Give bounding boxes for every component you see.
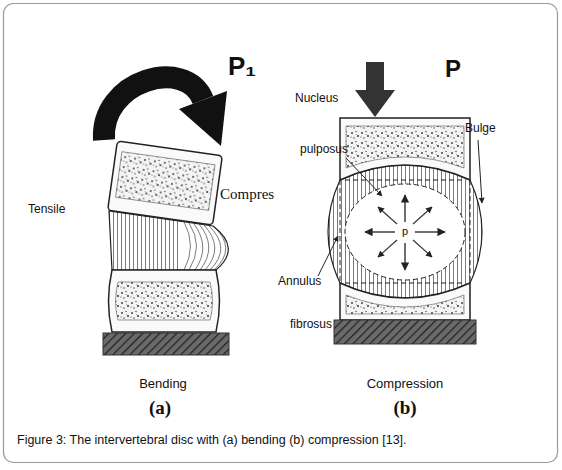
part-label: pulposus: [300, 143, 348, 156]
support-base: [103, 333, 229, 355]
nucleus-pulposus: [345, 184, 465, 280]
stress-label: Compres: [220, 186, 274, 203]
pressure-arrow: [413, 207, 432, 224]
leader-line: [478, 140, 482, 203]
stress-label: Tensile: [28, 203, 65, 216]
fiber-line: [199, 224, 209, 270]
fiber-line: [184, 222, 191, 270]
original-edge: [470, 180, 471, 283]
leader-line: [318, 236, 338, 276]
pressure-arrow: [413, 240, 432, 257]
pressure-arrow: [415, 231, 445, 232]
figure-caption: Figure 3: The intervertebral disc with (…: [17, 433, 407, 447]
vertebra-cancellous: [346, 126, 464, 168]
fiber-line: [189, 223, 197, 270]
pressure-arrow: [378, 207, 397, 224]
lower-vertebra: [109, 270, 220, 332]
leader-line: [346, 158, 382, 196]
load-arrow: [366, 62, 384, 91]
upper-vertebra: [108, 141, 223, 225]
part-label: fibrosus: [290, 318, 332, 331]
panel-title: Compression: [367, 377, 444, 391]
pressure-arrow: [404, 243, 405, 270]
vertebra-cancellous: [346, 295, 464, 314]
fiber-line: [213, 226, 226, 270]
part-label: Bulge: [465, 122, 496, 135]
original-endplate: [345, 180, 465, 181]
force-label: P: [445, 56, 461, 82]
original-endplate: [345, 283, 465, 284]
panel-title: Bending: [139, 377, 187, 391]
pressure-arrow: [404, 195, 405, 222]
vertebra-cancellous: [116, 152, 215, 211]
pressure-arrow: [365, 231, 395, 232]
annulus-disc: [328, 165, 482, 298]
pressure-label: p: [402, 225, 408, 237]
part-label: Annulus: [278, 275, 321, 288]
panel-letter: (a): [149, 398, 171, 419]
vertebra-cortex: [108, 141, 223, 225]
load-arrow-head: [355, 90, 395, 117]
pressure-arrow: [378, 240, 397, 257]
fiber-line: [204, 225, 215, 270]
original-edge: [340, 180, 341, 283]
moment-arrow-head: [179, 91, 227, 146]
disc-compressed-side: [180, 221, 228, 270]
force-label: P₁: [228, 52, 256, 81]
support-base: [334, 320, 476, 344]
panel-letter: (b): [393, 398, 416, 419]
upper-vertebra: [340, 118, 470, 180]
fiber-line: [194, 224, 203, 270]
vertebra-cancellous: [116, 282, 213, 320]
lower-vertebra: [340, 283, 470, 320]
part-label: Nucleus: [295, 92, 338, 105]
figure-border: [4, 4, 558, 463]
